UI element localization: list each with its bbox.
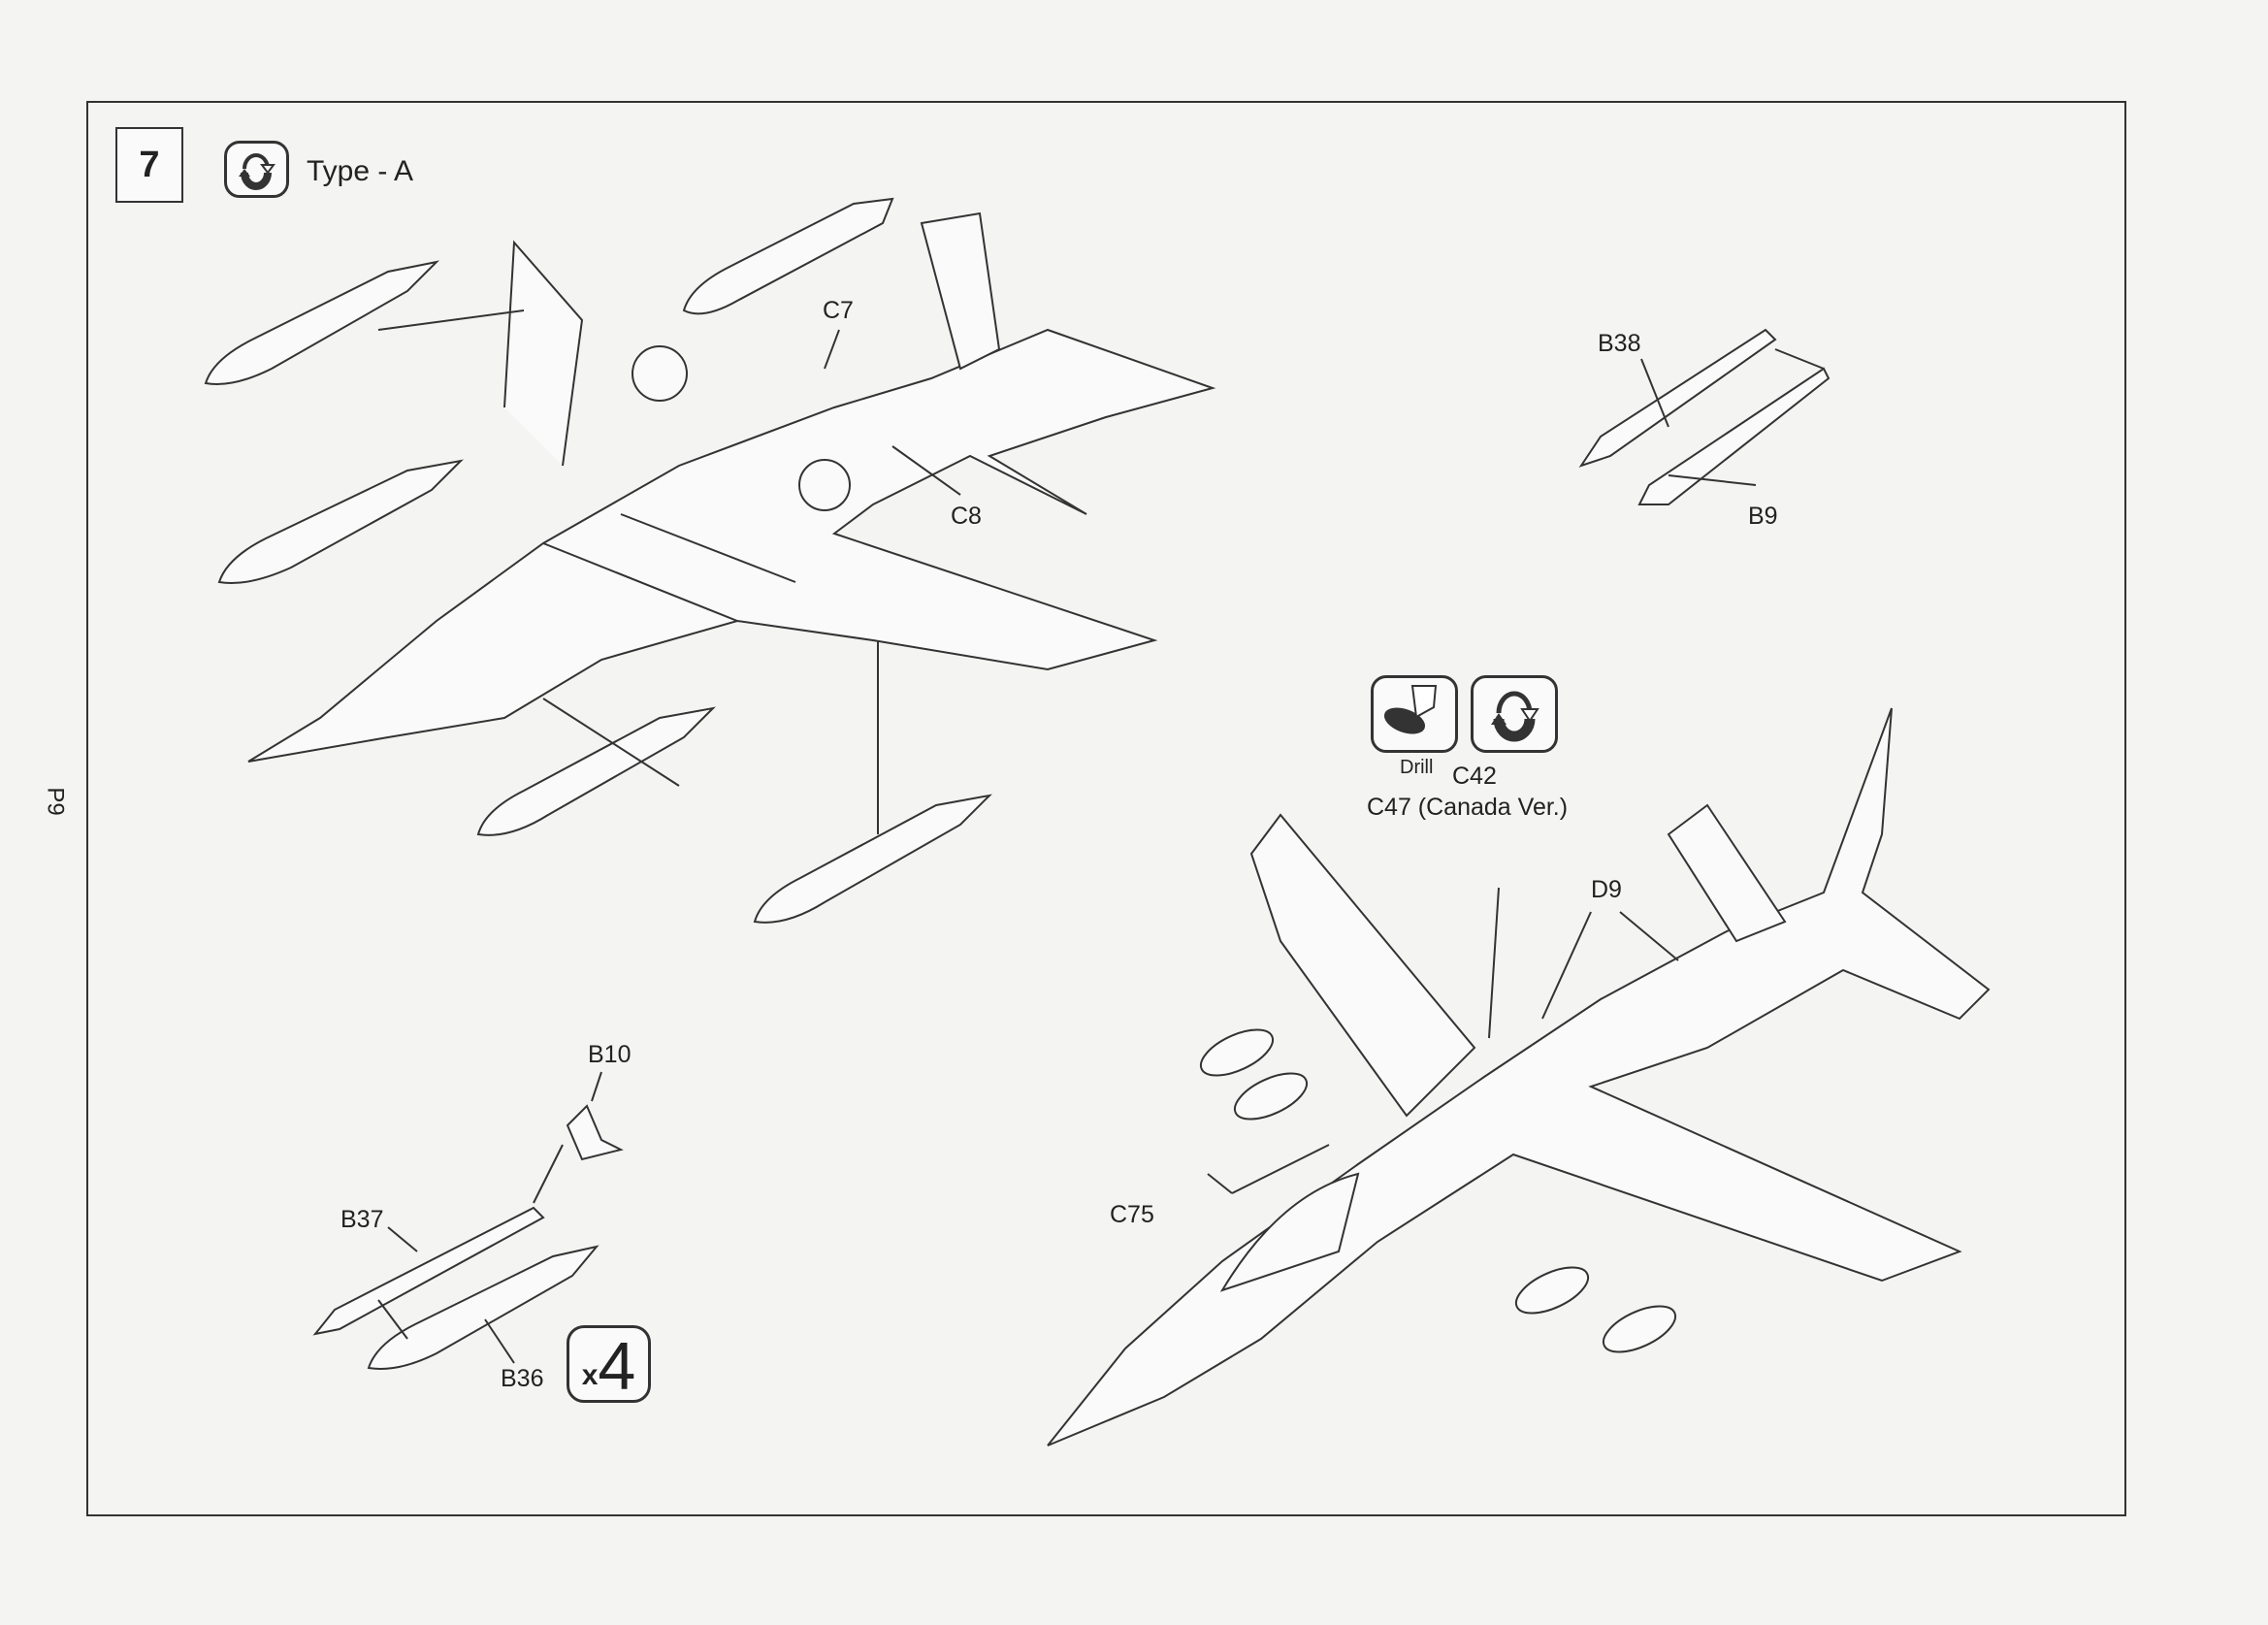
pylon-bomb-subassembly-drawing <box>312 1071 624 1370</box>
drill-label: Drill <box>1400 757 1434 778</box>
quantity-prefix: x <box>581 1359 599 1391</box>
pylon-parts-drawing <box>1578 328 1831 505</box>
part-label-c75: C75 <box>1110 1201 1154 1228</box>
fuel-tank-drawing <box>682 197 894 315</box>
bomb-drawing <box>217 459 464 584</box>
part-label-b36: B36 <box>501 1365 544 1392</box>
rotate-icon <box>224 141 289 198</box>
bomb-drawing <box>476 706 716 836</box>
part-label-b37: B37 <box>340 1206 384 1233</box>
quantity-count: 4 <box>598 1328 636 1404</box>
aircraft-underside-drawing <box>247 211 1216 763</box>
part-label-b9: B9 <box>1748 503 1778 530</box>
rotate-icon <box>1471 675 1558 753</box>
bomb-drawing <box>204 260 440 385</box>
part-label-c47: C47 (Canada Ver.) <box>1367 794 1569 821</box>
quantity-badge: x 4 <box>567 1325 651 1403</box>
bomb-drawing <box>753 794 992 924</box>
instruction-frame <box>86 101 2126 1516</box>
variant-label: Type - A <box>307 155 414 187</box>
part-label-c7: C7 <box>823 297 854 324</box>
part-label-b10: B10 <box>588 1041 632 1068</box>
part-label-c8: C8 <box>951 503 982 530</box>
part-label-d9: D9 <box>1591 876 1622 903</box>
aircraft-assembled-drawing <box>1047 707 1991 1446</box>
part-label-c42: C42 <box>1452 763 1497 790</box>
step-number: 7 <box>115 127 183 203</box>
drill-icon <box>1371 675 1458 753</box>
part-label-b38: B38 <box>1598 330 1641 357</box>
